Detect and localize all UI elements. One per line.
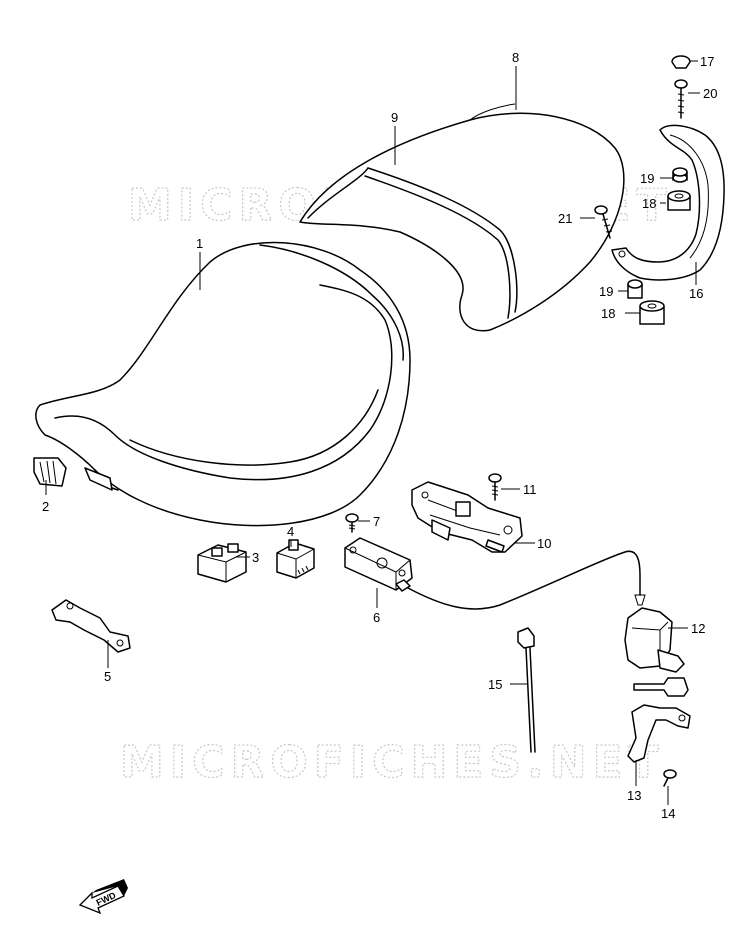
part-19-spacer-upper[interactable] (672, 167, 688, 183)
part-6-seat-lock[interactable] (344, 537, 413, 592)
label-part-5: 5 (104, 669, 111, 684)
label-part-19-lower: 19 (599, 284, 613, 299)
label-part-20: 20 (703, 86, 717, 101)
label-part-16: 16 (689, 286, 703, 301)
label-part-18-upper: 18 (642, 196, 656, 211)
label-part-9: 9 (391, 110, 398, 125)
label-part-4: 4 (287, 524, 294, 539)
label-part-18-lower: 18 (601, 306, 615, 321)
label-part-11: 11 (523, 482, 537, 497)
seat-lock-cable (407, 550, 641, 610)
part-2-damper[interactable] (33, 457, 67, 487)
label-part-3: 3 (252, 550, 259, 565)
label-part-13: 13 (627, 788, 641, 803)
part-11-bolt[interactable] (488, 473, 502, 501)
part-7-screw[interactable] (345, 513, 359, 533)
label-part-17: 17 (700, 54, 714, 69)
label-part-12: 12 (691, 621, 705, 636)
label-part-19-upper: 19 (640, 171, 654, 186)
part-16-grab-rail[interactable] (611, 124, 725, 281)
label-part-1: 1 (196, 236, 203, 251)
watermark-bottom: MICROFICHES.NET (120, 737, 665, 788)
part-21-bolt[interactable] (594, 205, 613, 239)
label-part-7: 7 (373, 514, 380, 529)
label-part-21: 21 (558, 211, 572, 226)
part-5-bracket[interactable] (51, 599, 131, 653)
part-10-hinge[interactable] (411, 481, 523, 553)
part-18-grommet-upper[interactable] (667, 190, 691, 211)
part-3-cushion[interactable] (197, 543, 247, 583)
label-part-2: 2 (42, 499, 49, 514)
part-17-cap[interactable] (671, 55, 691, 69)
label-part-8: 8 (512, 50, 519, 65)
forward-arrow-icon: FWD (78, 879, 128, 915)
leader-lines (45, 60, 700, 805)
part-13-bracket[interactable] (627, 704, 691, 763)
cable-end (634, 594, 646, 606)
part-12-lock[interactable] (624, 607, 689, 697)
part-19-spacer-lower[interactable] (627, 279, 643, 299)
part-20-bolt[interactable] (674, 79, 688, 119)
rear-seat[interactable] (299, 103, 625, 332)
part-14-screw[interactable] (663, 769, 677, 787)
label-part-10: 10 (537, 536, 551, 551)
main-seat[interactable] (35, 241, 411, 527)
label-part-6: 6 (373, 610, 380, 625)
part-4-cushion[interactable] (276, 539, 315, 579)
part-18-grommet-lower[interactable] (639, 300, 665, 325)
label-part-15: 15 (488, 677, 502, 692)
label-part-14: 14 (661, 806, 675, 821)
part-15-cable-tie[interactable] (517, 627, 536, 753)
